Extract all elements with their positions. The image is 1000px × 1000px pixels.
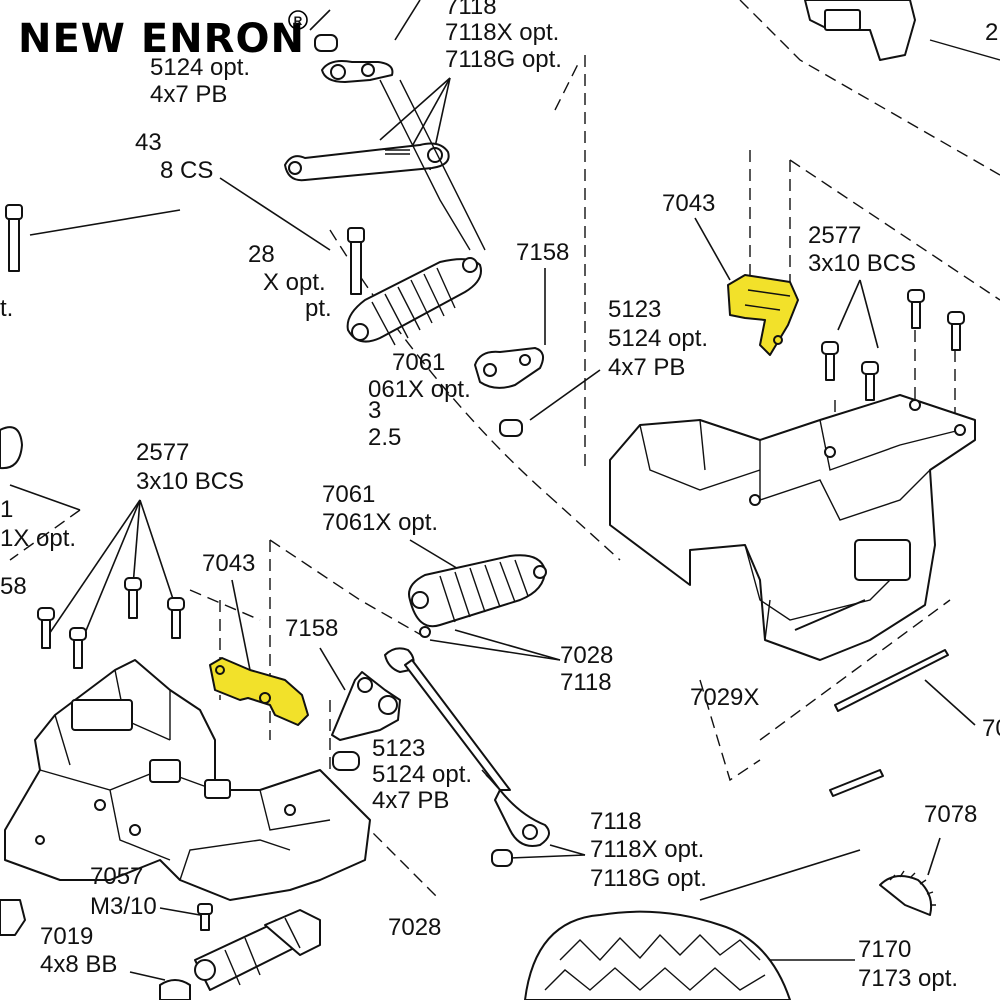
bushings [332,751,513,867]
label-bottom-7028: 7028 [388,914,441,941]
label-top-7118x: 7118X opt. [445,19,559,46]
right-pins [794,599,949,797]
label-center-5123: 5123 [372,735,425,762]
label-frag-43: 43 [135,129,162,156]
label-right-2577: 2577 [808,222,861,249]
label-frag-58: 58 [0,573,27,600]
label-left-m310: M3/10 [90,893,157,920]
label-right-7043: 7043 [662,190,715,217]
label-left-4x8bb: 4x8 BB [40,951,117,978]
center-driveshaft [159,909,321,1000]
label-frag-1: 1 [0,496,13,523]
label-frag-2: 2. [985,19,1000,46]
label-top-7158: 7158 [516,239,569,266]
label-center-7158: 7158 [285,615,338,642]
right-screws [821,289,965,401]
label-bottom-7173: 7173 opt. [858,965,958,992]
long-screw-top [347,227,365,295]
label-center-5124: 5124 opt. [372,761,472,788]
label-mid-7061: 7061 [392,349,445,376]
label-bottom-7118g: 7118G opt. [590,865,707,892]
label-left-2577: 2577 [136,439,189,466]
label-frag-28: 28 [248,241,275,268]
label-bottom-7118: 7118 [590,808,642,835]
upper-rod [379,79,486,251]
label-left-7043: 7043 [202,550,255,577]
brand-logo: NEW ENRON R [18,10,308,62]
tire [524,910,791,1000]
label-bottom-7118x: 7118X opt. [590,836,704,863]
label-top-5124: 5124 opt. [150,54,250,81]
long-screw-left [0,204,23,470]
left-chassis [0,659,371,936]
center-bellcrank [331,647,415,741]
top-shock-link-assembly [284,34,450,182]
label-bottom-7078: 7078 [924,801,977,828]
small-screw-7057 [197,903,213,931]
label-frag-1x: 1X opt. [0,525,76,552]
label-frag-3: 3 [368,397,381,424]
label-frag-opt2: pt. [305,295,332,322]
top-right-bracket [804,0,1000,61]
upper-bellcrank [474,347,545,437]
assembly-guide-lines [9,0,1000,901]
label-mid-7061x: 061X opt. [368,376,471,403]
label-frag-25: 2.5 [368,424,401,451]
label-center-7028: 7028 [560,642,613,669]
right-chassis [609,394,976,661]
label-top-7118: 7118 [445,0,497,20]
label-right-5123: 5123 [608,296,661,323]
label-frag-7029x: 7029X [690,684,759,711]
label-center-4x7pb: 4x7 PB [372,787,449,814]
label-frag-t: t. [0,295,13,322]
label-frag-cs: 8 CS [160,157,213,184]
upper-shock [346,257,482,346]
label-center-7061x: 7061X opt. [322,509,438,536]
label-left-7057: 7057 [90,863,143,890]
label-bottom-7170: 7170 [858,936,911,963]
brand-wordmark: NEW ENRON [18,16,305,62]
label-top-7118g: 7118G opt. [445,46,562,73]
label-right-4x7pb: 4x7 PB [608,354,685,381]
label-right-5124: 5124 opt. [608,325,708,352]
registered-mark: R [294,14,303,28]
highlighted-part-7043-right [727,274,799,356]
label-left-3x10bcs: 3x10 BCS [136,468,244,495]
leader-lines [9,0,976,981]
label-right-3x10bcs: 3x10 BCS [808,250,916,277]
center-link-rod [404,659,550,847]
label-left-7019: 7019 [40,923,93,950]
center-shock [408,554,547,638]
label-center-7061: 7061 [322,481,375,508]
label-frag-70: 70 [982,715,1000,742]
label-center-7118: 7118 [560,669,612,696]
label-top-4x7pb: 4x7 PB [150,81,227,108]
spur-gear-7078 [879,870,936,916]
label-frag-opt1: X opt. [263,269,326,296]
highlighted-part-7043-left [209,657,309,726]
left-screws [37,577,185,669]
